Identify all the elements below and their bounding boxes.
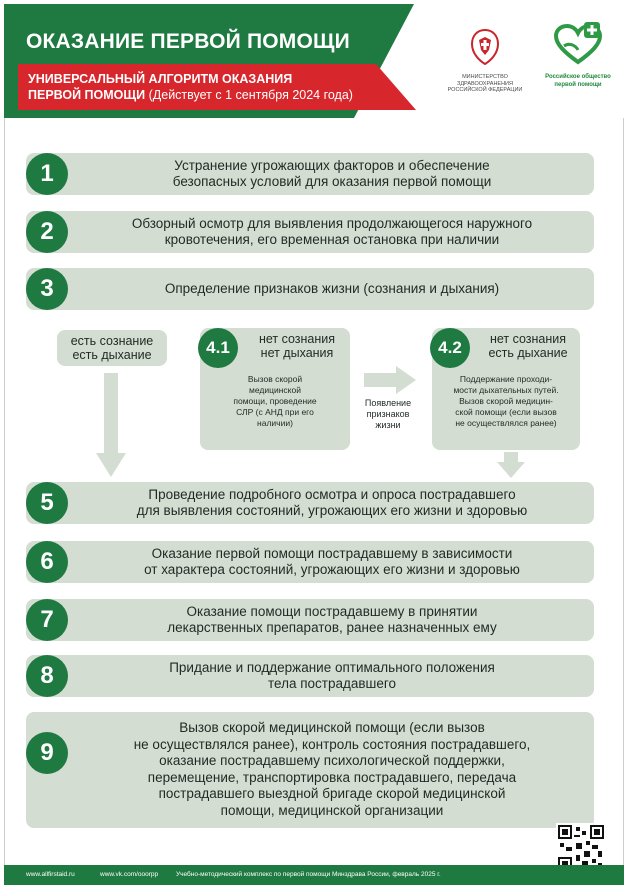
branch-4-1-action: Вызов скорой медицинской помощи, проведе… (233, 374, 317, 428)
step-number: 3 (26, 268, 68, 310)
subtitle-banner: УНИВЕРСАЛЬНЫЙ АЛГОРИТМ ОКАЗАНИЯ ПЕРВОЙ П… (18, 64, 416, 110)
emblem-icon (470, 28, 500, 66)
step-5: 5 Проведение подробного осмотра и опроса… (26, 482, 594, 524)
qr-code (556, 823, 606, 873)
step-text: Проведение подробного осмотра и опроса п… (136, 486, 528, 519)
step-number: 5 (26, 482, 68, 524)
subtitle-line-2-wrap: ПЕРВОЙ ПОМОЩИ (Действует с 1 сентября 20… (28, 87, 353, 103)
step-2: 2 Обзорный осмотр для выявления продолжа… (26, 211, 594, 253)
step-number: 2 (26, 211, 68, 253)
step-text: Придание и поддержание оптимального поло… (169, 659, 495, 692)
subtitle-note: (Действует с 1 сентября 2024 года) (148, 88, 353, 102)
step-8: 8 Придание и поддержание оптимального по… (26, 655, 594, 697)
step-3: 3 Определение признаков жизни (сознания … (26, 268, 594, 310)
footer: www.allfirstaid.ru www.vk.com/ooorpp Уче… (4, 865, 624, 885)
arrow-down-icon (96, 373, 126, 477)
step-number: 8 (26, 655, 68, 697)
branch-4-2-number: 4.2 (430, 328, 470, 368)
step-6: 6 Оказание первой помощи пострадавшему в… (26, 541, 594, 583)
step-number: 6 (26, 541, 68, 583)
header: ОКАЗАНИЕ ПЕРВОЙ ПОМОЩИ УНИВЕРСАЛЬНЫЙ АЛГ… (4, 4, 624, 118)
step-text: Оказание помощи пострадавшему в принятии… (167, 603, 497, 636)
footer-vk-link[interactable]: www.vk.com/ooorpp (100, 871, 159, 878)
branch-conscious-label: есть сознание есть дыхание (70, 334, 154, 362)
ministry-caption: МИНИСТЕРСТВО ЗДРАВООХРАНЕНИЯ РОССИЙСКОЙ … (447, 74, 523, 93)
footer-site-link[interactable]: www.allfirstaid.ru (26, 871, 75, 878)
transition-label: Появление признаков жизни (364, 398, 412, 430)
step-text: Обзорный осмотр для выявления продолжающ… (131, 215, 533, 248)
step-text: Определение признаков жизни (сознания и … (164, 280, 500, 296)
footer-credit: Учебно-методический комплекс по первой п… (176, 871, 441, 878)
branch-4-1-label: нет сознания нет дыхания (258, 332, 336, 360)
society-logo: Российское общество первой помощи (532, 22, 624, 89)
subtitle-line-2: ПЕРВОЙ ПОМОЩИ (28, 88, 146, 102)
step-text: Оказание первой помощи пострадавшему в з… (144, 545, 520, 578)
step-7: 7 Оказание помощи пострадавшему в принят… (26, 599, 594, 641)
step-1: 1 Устранение угрожающих факторов и обесп… (26, 153, 594, 195)
branch-conscious-box: есть сознание есть дыхание (57, 330, 167, 366)
hands-heart-icon (553, 22, 603, 65)
step-number: 1 (26, 153, 68, 195)
ministry-logo: МИНИСТЕРСТВО ЗДРАВООХРАНЕНИЯ РОССИЙСКОЙ … (440, 28, 530, 94)
step-number: 7 (26, 599, 68, 641)
society-caption: Российское общество первой помощи (545, 74, 611, 88)
step-text: Устранение угрожающих факторов и обеспеч… (172, 157, 492, 190)
subtitle-line-1: УНИВЕРСАЛЬНЫЙ АЛГОРИТМ ОКАЗАНИЯ (28, 72, 293, 86)
branch-4-2-action: Поддержание проходи- мости дыхательных п… (453, 374, 559, 428)
arrow-right-icon (364, 366, 416, 394)
subtitle: УНИВЕРСАЛЬНЫЙ АЛГОРИТМ ОКАЗАНИЯ ПЕРВОЙ П… (28, 71, 353, 103)
branch-4-1-number: 4.1 (198, 328, 238, 368)
step-number: 9 (26, 732, 68, 774)
page-title: ОКАЗАНИЕ ПЕРВОЙ ПОМОЩИ (26, 30, 350, 53)
branch-4-2-label: нет сознания есть дыхание (488, 332, 568, 360)
step-9: 9 Вызов скорой медицинской помощи (если … (26, 712, 594, 828)
arrow-down-icon (497, 452, 525, 478)
branch-4-1-box: нет сознания нет дыхания Вызов скорой ме… (200, 328, 350, 450)
step-text: Вызов скорой медицинской помощи (если вы… (133, 720, 531, 818)
